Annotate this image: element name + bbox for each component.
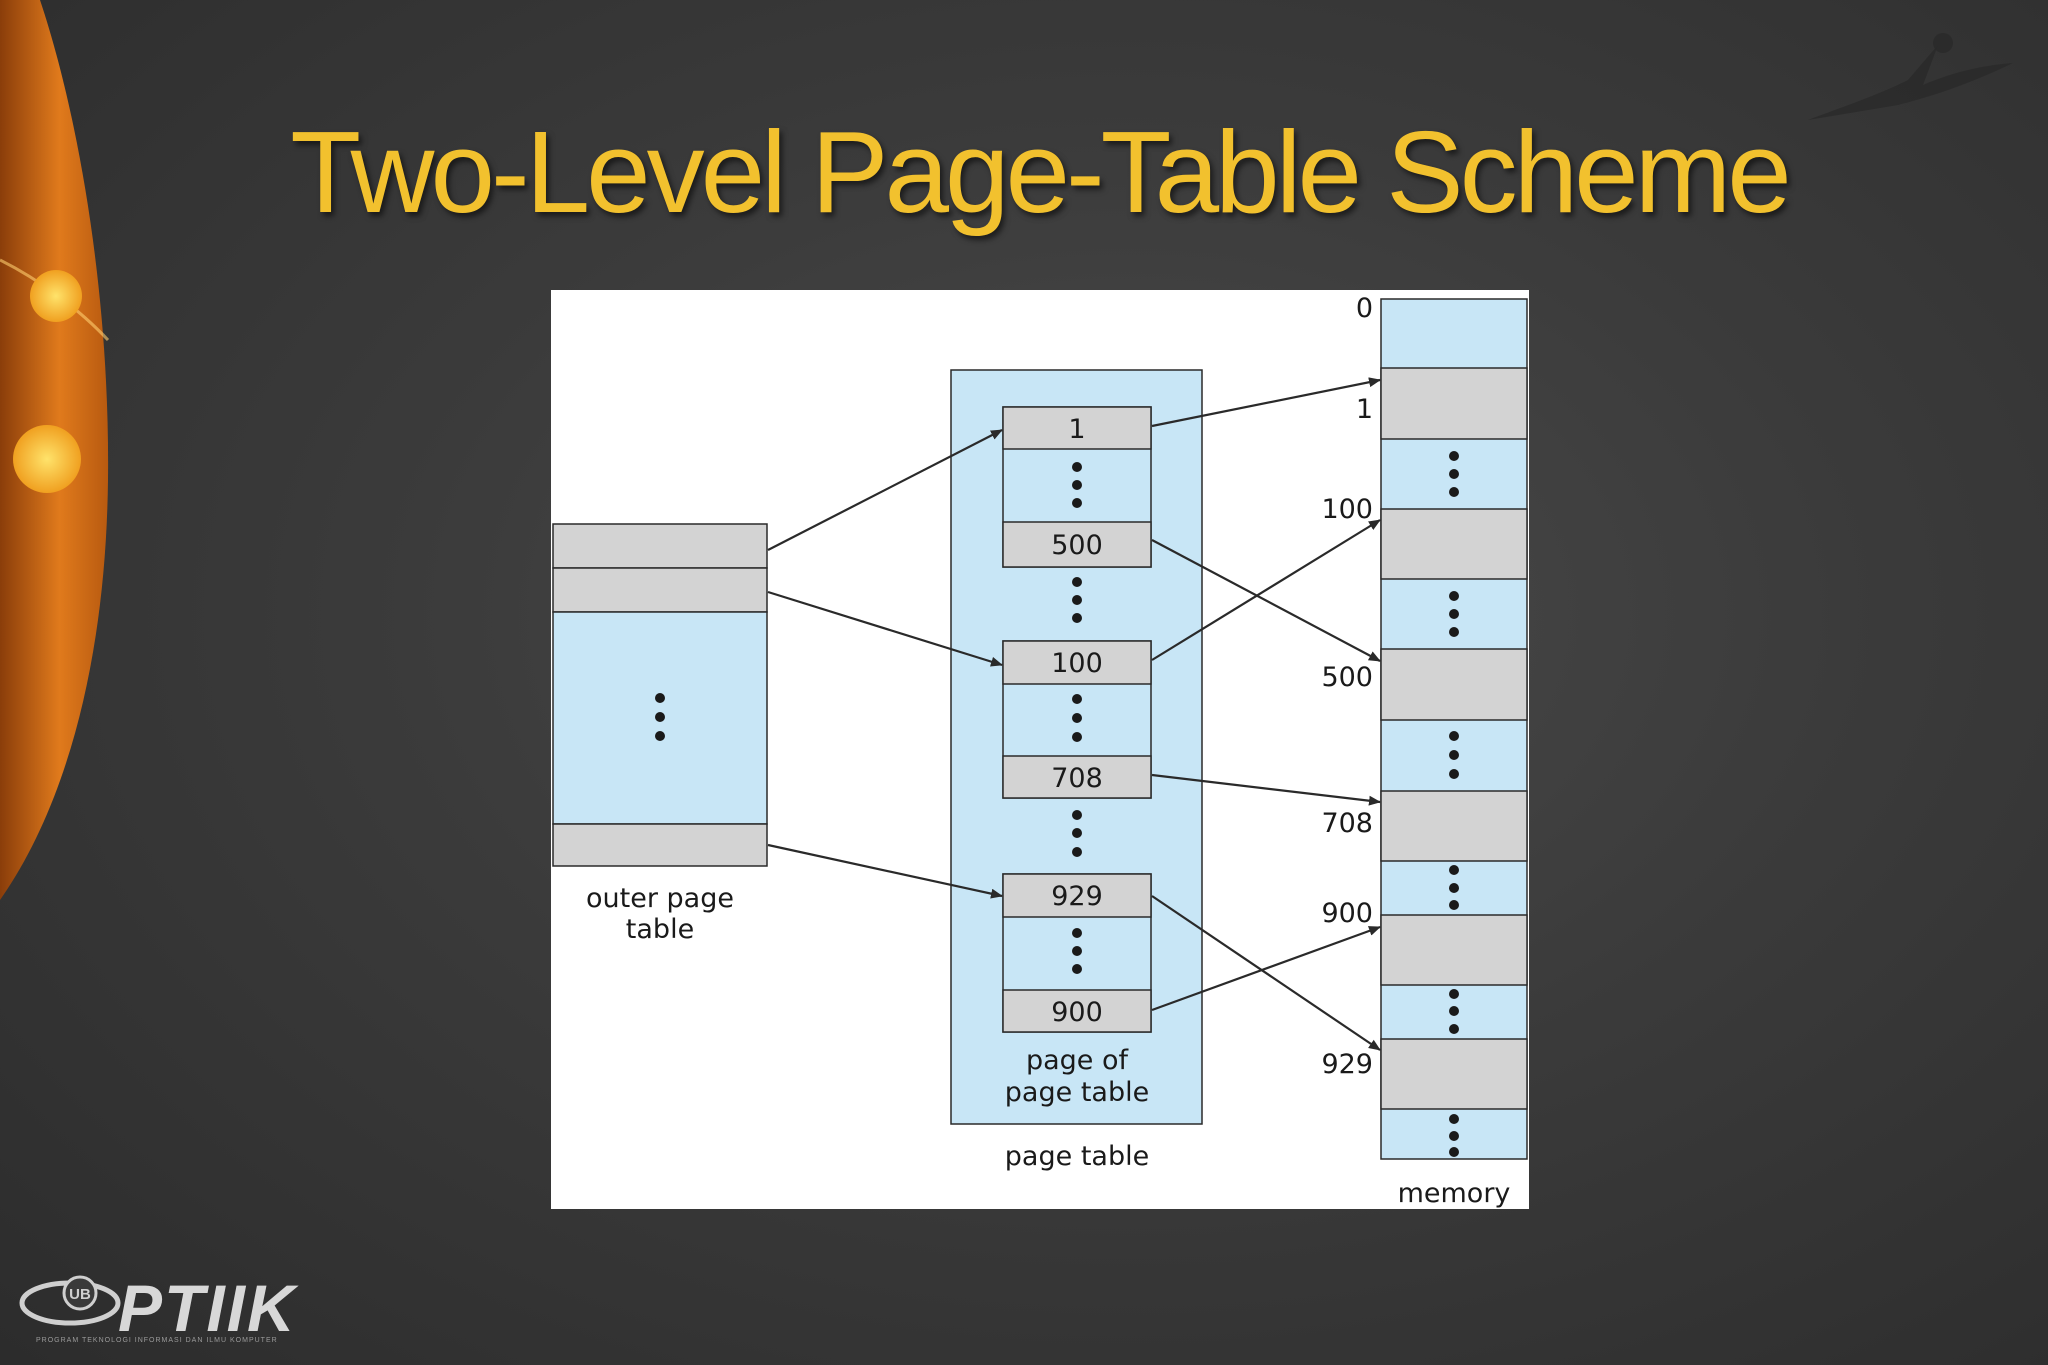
two-level-page-table-diagram: outer page table — [551, 290, 1529, 1209]
ellipsis-icon — [1449, 451, 1459, 497]
memory-address-label: 0 — [1356, 293, 1373, 324]
ellipsis-icon — [655, 693, 665, 741]
memory-label: memory — [1398, 1178, 1511, 1209]
footer-logo-mark: UB — [69, 1286, 91, 1303]
page-table-entry: 900 — [1051, 997, 1103, 1028]
memory-address-label: 708 — [1321, 808, 1373, 839]
memory-address-label: 1 — [1356, 394, 1373, 425]
outer-page-table-label-line2: table — [626, 914, 694, 945]
memory-address-label: 929 — [1321, 1049, 1373, 1080]
page-of-page-table-label-line1: page of — [1026, 1045, 1130, 1076]
ub-logo-icon: UB — [18, 1265, 128, 1335]
ellipsis-icon — [1449, 989, 1459, 1034]
page-table-entry: 100 — [1051, 648, 1103, 679]
slide-title: Two-Level Page-Table Scheme — [0, 105, 2048, 239]
ellipsis-icon — [1072, 810, 1082, 857]
outer-page-table — [553, 524, 767, 866]
page-table-entry: 708 — [1051, 763, 1103, 794]
ellipsis-icon — [1449, 591, 1459, 637]
footer-logo-text: PTIIK — [118, 1270, 297, 1346]
memory-address-label: 900 — [1321, 898, 1373, 929]
memory-address-label: 100 — [1321, 494, 1373, 525]
ellipsis-icon — [1449, 731, 1459, 779]
page-table-entry: 929 — [1051, 881, 1103, 912]
footer-tagline: PROGRAM TEKNOLOGI INFORMASI DAN ILMU KOM… — [36, 1337, 278, 1344]
ellipsis-icon — [1449, 865, 1459, 910]
ellipsis-icon — [1449, 1114, 1459, 1157]
page-table-label: page table — [1005, 1141, 1149, 1172]
page-of-page-table-label-line2: page table — [1005, 1077, 1149, 1108]
outer-page-table-label-line1: outer page — [586, 883, 734, 914]
ellipsis-icon — [1072, 462, 1082, 508]
ellipsis-icon — [1072, 694, 1082, 742]
page-table-entry: 500 — [1051, 530, 1103, 561]
memory-address-label: 500 — [1321, 662, 1373, 693]
page-table-entry: 1 — [1068, 414, 1085, 445]
ellipsis-icon — [1072, 577, 1082, 623]
ellipsis-icon — [1072, 928, 1082, 974]
